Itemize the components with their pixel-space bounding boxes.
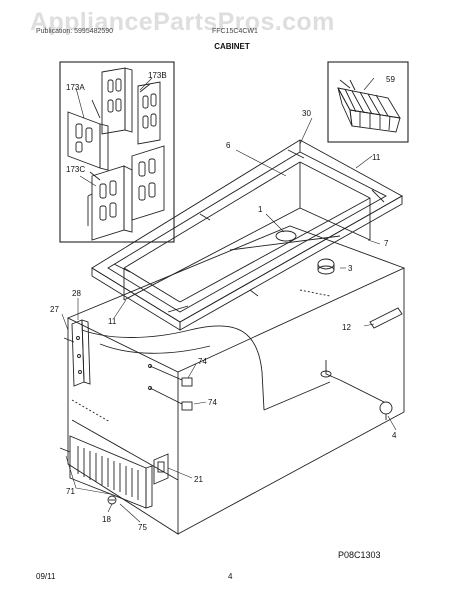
label-12: 12 <box>342 323 351 332</box>
label-173a: 173A <box>66 83 85 92</box>
label-27: 27 <box>50 305 59 314</box>
label-75: 75 <box>138 523 147 532</box>
label-4: 4 <box>392 431 397 440</box>
control-box-21-drawing <box>153 453 169 485</box>
inset-gasket-box <box>59 61 175 243</box>
label-74-lower: 74 <box>208 398 217 407</box>
label-173c: 173C <box>66 165 85 174</box>
label-59: 59 <box>386 75 395 84</box>
model-number: FFC15C4CW1 <box>212 28 258 35</box>
label-18: 18 <box>102 515 111 524</box>
watermark-brand: AppliancePartsPros.com <box>30 8 335 36</box>
label-74-upper: 74 <box>198 357 207 366</box>
figure-code: P08C1303 <box>338 550 381 560</box>
section-title: CABINET <box>214 42 250 51</box>
screw-18-drawing <box>107 495 117 505</box>
basket-59-drawing <box>337 79 401 133</box>
grille-75-drawing <box>59 435 153 509</box>
leader-lines <box>61 77 397 523</box>
label-30: 30 <box>302 109 311 118</box>
hinge-drawing <box>63 319 91 387</box>
inset-basket-box <box>327 61 409 143</box>
footer-date: 09/11 <box>36 572 56 581</box>
publication-number: Publication: 5995482590 <box>36 28 114 35</box>
liner-drawing <box>123 162 371 301</box>
label-7: 7 <box>384 239 389 248</box>
label-11-top: 11 <box>372 153 381 162</box>
footer-page-number: 4 <box>228 572 233 581</box>
gasket-173a-drawing <box>67 111 109 171</box>
label-11-bottom: 11 <box>108 317 117 326</box>
label-28: 28 <box>72 289 81 298</box>
gasket-173c-drawing <box>87 145 165 241</box>
part-labels: 173B 173A 173C 59 30 6 11 1 7 3 28 27 11… <box>50 71 397 532</box>
label-6: 6 <box>226 141 231 150</box>
knob-3-drawing <box>317 258 335 275</box>
gasket-173b-drawing <box>101 67 161 145</box>
drain-tube-12-drawing <box>369 307 403 329</box>
label-21: 21 <box>194 475 203 484</box>
clip-74-drawing <box>148 364 193 411</box>
lid-frame-drawing <box>91 139 403 331</box>
label-3: 3 <box>348 264 353 273</box>
drain-plug-drawing <box>320 360 393 420</box>
label-71: 71 <box>66 487 75 496</box>
label-1: 1 <box>258 205 263 214</box>
label-173b: 173B <box>148 71 167 80</box>
cabinet-body-drawing <box>66 225 406 535</box>
